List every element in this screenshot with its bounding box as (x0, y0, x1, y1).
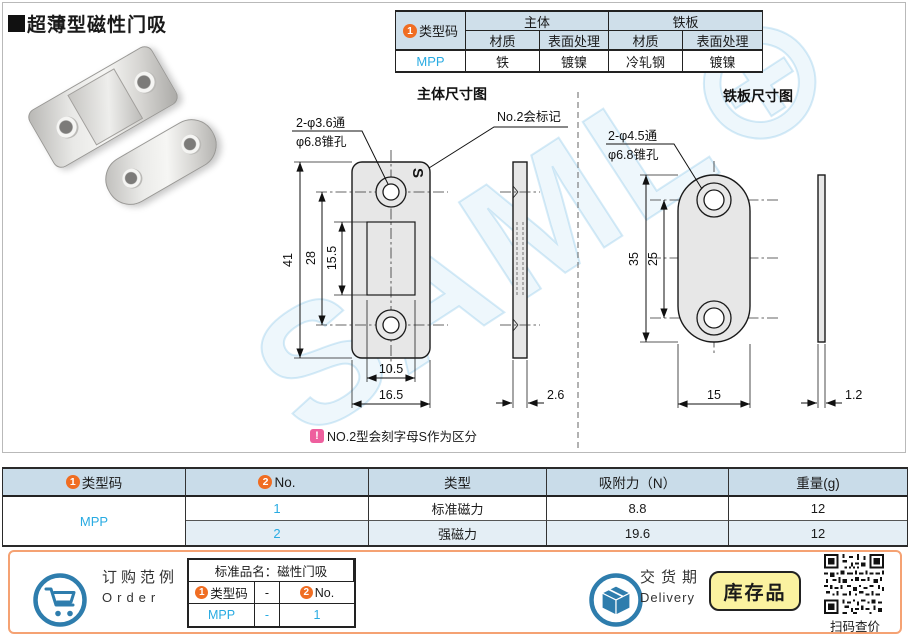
dim-hole-spacing: 28 (304, 251, 318, 265)
screw-hole (130, 67, 161, 98)
spec-cell: 镀镍 (683, 50, 762, 71)
title-square-marker (8, 15, 25, 32)
plate-front-view (650, 161, 780, 356)
svg-text:2-φ3.6通: 2-φ3.6通 (296, 116, 346, 130)
dim-magnet-height: 15.5 (325, 246, 339, 270)
mark-callout: No.2会标记 (428, 110, 568, 169)
spec-cell: 冷轧钢 (609, 50, 683, 71)
sel-header-type-code: 1 类型码 (3, 469, 186, 497)
screw-hole (52, 112, 83, 143)
sel-cell-force: 8.8 (547, 497, 729, 521)
main-front-view: S (316, 150, 448, 372)
dim-thickness-plate: 1.2 (845, 388, 862, 402)
drawing-note: ! NO.2型会刻字母S作为区分 (310, 426, 477, 445)
order-product-name: 标准品名：磁性门吸 (189, 560, 354, 582)
sel-cell-type: 标准磁力 (369, 497, 547, 521)
qr-code (824, 554, 884, 614)
plate-drawing-title: 铁板尺寸图 (723, 88, 793, 104)
sel-header-no: 2 No. (186, 469, 369, 497)
plate-dimensions: 35 25 15 (627, 174, 751, 408)
order-footer: 订购范例 Order 标准品名：磁性门吸 1 类型码 - 2 No. MPP -… (8, 550, 902, 634)
spec-subheader: 材质 (609, 31, 683, 50)
screw-hole (177, 130, 205, 159)
spec-cell: 镀镍 (540, 50, 609, 71)
sel-code-cell: MPP (3, 497, 186, 545)
order-col-no: 2 No. (280, 582, 354, 604)
spec-subheader: 表面处理 (540, 31, 609, 50)
badge-1-icon: 1 (65, 475, 80, 489)
sel-header-weight: 重量(g) (729, 469, 907, 497)
spec-subheader: 材质 (466, 31, 540, 50)
order-code-value: MPP (189, 604, 255, 626)
sel-cell-type: 强磁力 (369, 521, 547, 545)
exclamation-icon: ! (310, 428, 324, 443)
order-label: 订购范例 Order (102, 569, 179, 605)
dim-thickness-main: 2.6 (547, 388, 564, 402)
svg-text:No.2会标记: No.2会标记 (497, 110, 561, 124)
svg-text:2-φ4.5通: 2-φ4.5通 (608, 129, 658, 143)
main-dimensions: 41 28 15.5 10.5 16.5 (281, 161, 431, 408)
dim-total-width: 16.5 (379, 388, 403, 402)
dim-plate-height: 35 (627, 252, 641, 266)
plate-side-view: 1.2 (801, 174, 862, 408)
selection-table: 1 类型码 2 No. 类型 吸附力（N） 重量(g) MPP 1 标准磁力 8… (2, 467, 908, 547)
screw-hole (118, 164, 147, 193)
page-title: 超薄型磁性门吸 (8, 10, 167, 37)
magnet-block (67, 68, 144, 146)
cart-icon (33, 573, 87, 627)
product-photo (20, 42, 245, 280)
technical-drawing: 主体尺寸图 铁板尺寸图 S 41 28 15.5 10.5 16.5 (281, 86, 862, 448)
sel-cell-weight: 12 (729, 521, 907, 545)
sel-header-force: 吸附力（N） (547, 469, 729, 497)
delivery-label: 交货期 Delivery (640, 569, 704, 605)
note-text: NO.2型会刻字母S作为区分 (327, 430, 478, 444)
spec-group-body: 主体 (466, 12, 609, 31)
dim-total-height: 41 (281, 253, 295, 267)
sel-header-type: 类型 (369, 469, 547, 497)
spec-header-type-code: 1 类型码 (396, 12, 466, 50)
page-title-text: 超薄型磁性门吸 (27, 15, 168, 36)
main-drawing-title: 主体尺寸图 (417, 86, 487, 102)
svg-text:φ6.8锥孔: φ6.8锥孔 (608, 148, 659, 162)
badge-2-icon: 2 (258, 475, 273, 489)
order-example-table: 标准品名：磁性门吸 1 类型码 - 2 No. MPP - 1 (187, 558, 356, 628)
main-side-view: 2.6 (496, 161, 564, 408)
s-engraving-mark: S (409, 168, 426, 178)
spec-group-plate: 铁板 (609, 12, 762, 31)
spec-cell: 铁 (466, 50, 540, 71)
stock-badge[interactable]: 库存品 (709, 571, 801, 611)
svg-text:φ6.8锥孔: φ6.8锥孔 (296, 135, 347, 149)
badge-1-icon: 1 (195, 586, 209, 599)
qr-caption: 扫码查价 (829, 620, 880, 634)
spec-code-cell: MPP (396, 50, 466, 71)
sel-cell-no: 1 (186, 497, 369, 521)
sel-cell-no: 2 (186, 521, 369, 545)
delivery-box-icon (589, 573, 643, 627)
dim-plate-width: 15 (707, 388, 721, 402)
spec-subheader: 表面处理 (683, 31, 762, 50)
sel-cell-force: 19.6 (547, 521, 729, 545)
main-hole-callout: 2-φ3.6通 φ6.8锥孔 (292, 116, 389, 185)
sel-cell-weight: 12 (729, 497, 907, 521)
plate-hole-callout: 2-φ4.5通 φ6.8锥孔 (606, 129, 703, 190)
order-col-type-code: 1 类型码 (189, 582, 255, 604)
order-dash: - (255, 582, 280, 604)
dim-magnet-width: 10.5 (379, 362, 403, 376)
dim-plate-hole-spacing: 25 (646, 252, 660, 266)
order-no-value: 1 (313, 608, 321, 622)
order-dash-value: - (255, 604, 280, 626)
spec-table: 1 类型码 主体 铁板 材质 表面处理 材质 表面处理 MPP 铁 镀镍 冷轧钢… (395, 10, 763, 73)
badge-2-icon: 2 (299, 586, 313, 599)
badge-1-icon: 1 (402, 23, 417, 38)
